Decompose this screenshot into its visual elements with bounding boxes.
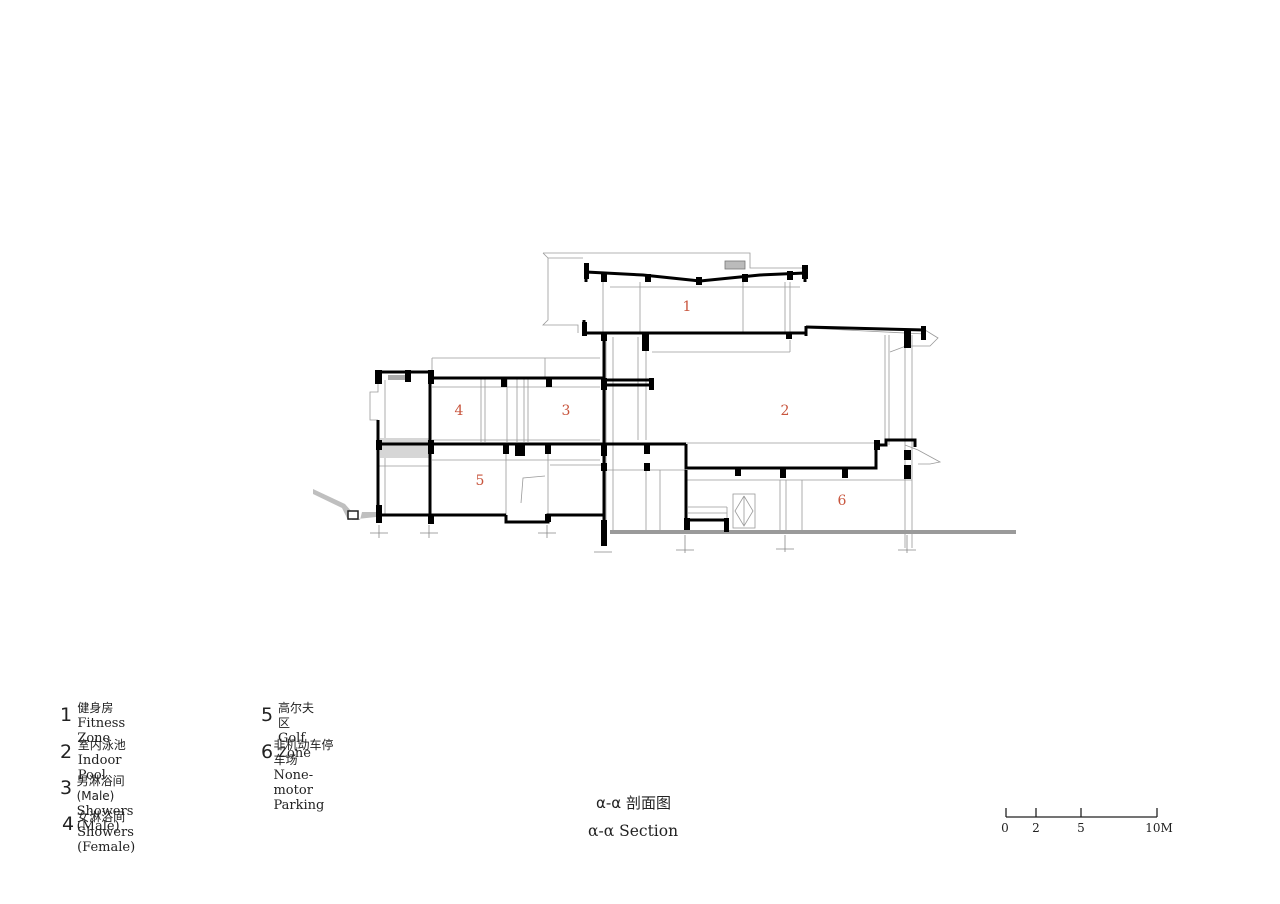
cut-lines [376, 265, 926, 545]
structural-members [375, 263, 926, 546]
legend-en: Indoor Pool [77, 753, 122, 783]
legend-en: Showers (Female) [77, 825, 136, 855]
section-title-cn: α-α 剖面图 [596, 794, 671, 812]
room-label-2: 2 [780, 403, 790, 419]
legend-en: Showers (Male) [76, 804, 134, 834]
scale-tick-5: 5 [1077, 821, 1085, 835]
legend-number: 6 [261, 741, 274, 763]
legend-cn: 高尔夫区 [277, 701, 314, 730]
legend-cn: 女淋浴间 [77, 810, 126, 824]
legend-en: Golf Zone [277, 731, 311, 761]
scale-bar-line [1005, 808, 1158, 818]
scale-tick-10m: 10M [1145, 821, 1173, 835]
legend-cn: 健身房 [77, 701, 114, 715]
legend-number: 5 [261, 704, 274, 726]
scale-tick-0: 0 [1001, 821, 1009, 835]
legend-cn: 室内泳池 [77, 738, 126, 752]
legend-number: 1 [60, 704, 73, 726]
room-label-5: 5 [475, 473, 485, 489]
room-label-3: 3 [561, 403, 571, 419]
legend-number: 2 [60, 741, 73, 763]
legend-item: 3 男淋浴间 (Male)Showers (Male) [60, 773, 143, 834]
legend-cn: 非机动车停车场 [273, 738, 334, 767]
legend-en: Fitness Zone [77, 716, 126, 746]
legend-cn: 男淋浴间 (Male) [76, 774, 125, 803]
room-label-6: 6 [837, 493, 847, 509]
legend-number: 4 [62, 813, 75, 835]
scale-tick-2: 2 [1032, 821, 1040, 835]
legend-number: 3 [60, 777, 73, 799]
room-label-1: 1 [682, 299, 692, 315]
legend-en: None-motor Parking [273, 768, 325, 813]
room-label-4: 4 [454, 403, 464, 419]
section-title-en: α-α Section [588, 822, 679, 840]
